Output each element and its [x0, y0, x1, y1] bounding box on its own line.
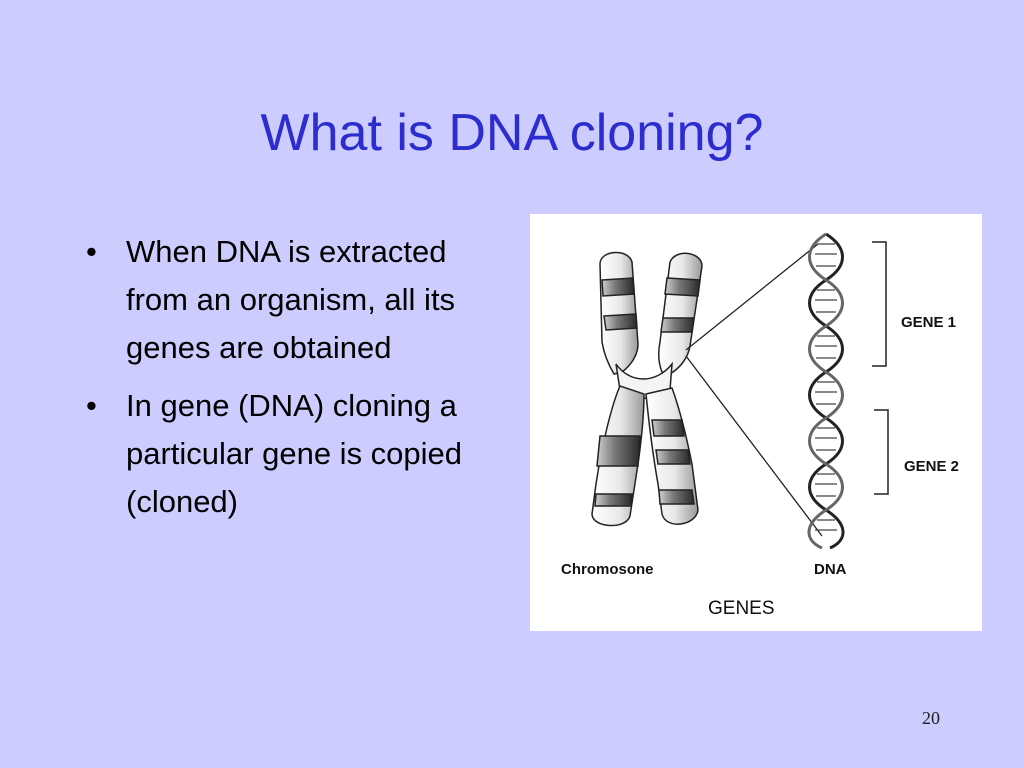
zoom-line: [685, 243, 819, 351]
genes-label: GENES: [708, 598, 775, 619]
gene2-bracket: [874, 409, 889, 495]
chromosome-dna-figure: GENE 1 GENE 2 Chromosone DNA GENES: [530, 214, 982, 631]
bullet-text: When DNA is extracted from an organism, …: [126, 234, 456, 365]
bullet-text: In gene (DNA) cloning a particular gene …: [126, 388, 463, 519]
bullet-item: • In gene (DNA) cloning a particular gen…: [84, 382, 504, 526]
zoom-line: [685, 355, 823, 537]
bullet-item: • When DNA is extracted from an organism…: [84, 228, 504, 372]
gene1-label: GENE 1: [901, 314, 957, 331]
dna-helix: [807, 232, 845, 550]
chromosome-shape: [591, 251, 703, 527]
slide-title: What is DNA cloning?: [260, 104, 764, 162]
bullet-dot: •: [86, 388, 97, 423]
bullet-list: • When DNA is extracted from an organism…: [84, 228, 504, 536]
gene2-label: GENE 2: [904, 458, 960, 475]
chromosome-dna-illustration: [591, 232, 889, 550]
gene1-bracket: [872, 241, 887, 367]
bullet-dot: •: [86, 234, 97, 269]
dna-label: DNA: [814, 561, 847, 578]
page-number: 20: [922, 708, 940, 728]
chromosome-label: Chromosone: [561, 561, 654, 578]
